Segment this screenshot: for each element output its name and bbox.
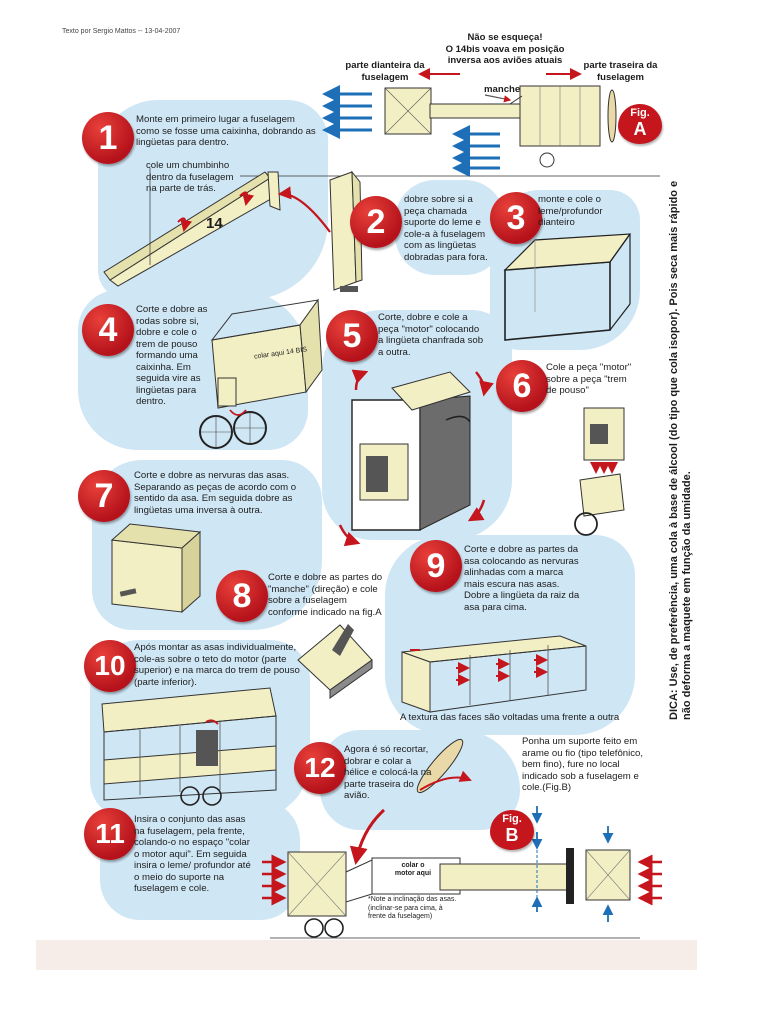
step-10-text: Após montar as asas individualmente, col… (134, 642, 300, 688)
figB-badge-word: Fig. (502, 813, 522, 825)
footer-bar (36, 940, 697, 970)
support-note: Ponha um suporte feito em arame ou fio (… (522, 736, 644, 793)
step-8-text: Corte e dobre as partes do "manche" (dir… (268, 572, 383, 618)
step-number-10: 10 (84, 640, 136, 692)
step-number-4: 4 (82, 304, 134, 356)
step4-landing-gear (199, 298, 323, 449)
credit-line: Texto por Sergio Mattos -- 13-04-2007 (62, 28, 181, 35)
figB-aircraft (262, 806, 662, 939)
step-12-text: Agora é só recortar, dobrar e colar a hé… (344, 744, 432, 801)
step9-wing (401, 635, 587, 713)
figB-incline-note: *Note a inclinação das asas.(inclinar-se… (368, 896, 457, 920)
step-2-text: dobre sobre si a peça chamada suporte do… (404, 194, 488, 263)
figA-front-label: parte dianteira da fuselagem (345, 60, 425, 83)
figA-badge: Fig. A (618, 104, 662, 144)
step-7-text: Corte e dobre as nervuras das asas. Sepa… (134, 470, 297, 516)
step11-background (100, 800, 300, 920)
step2-background (395, 180, 505, 275)
step-number-3: 3 (490, 192, 542, 244)
figA-badge-letter: A (633, 119, 647, 139)
figA-rear-label: parte traseira da fuselagem (583, 60, 658, 83)
figB-badge: Fig. B (490, 810, 534, 850)
step-number-6: 6 (496, 360, 548, 412)
step-4-text: Corte e dobre as rodas sobre si, dobre e… (136, 304, 208, 407)
step-6-text: Cole a peça "motor" sobre a peça "trem d… (546, 362, 632, 396)
wing-texture-note: A textura das faces são voltadas uma fre… (400, 712, 620, 723)
step6-motor-gear (574, 407, 625, 536)
step-number-2: 2 (350, 196, 402, 248)
step12-background (320, 730, 520, 830)
figB-motor-label: colar o motor aqui (394, 862, 432, 877)
step-3-text: monte e cole o leme/profundor dianteiro (538, 194, 603, 228)
glue-tip: DICA: Use, de preferência, uma cola à ba… (668, 180, 693, 720)
step2-rudder-support (277, 170, 363, 292)
step1-fuselage (103, 168, 281, 287)
figA-badge-word: Fig. (630, 107, 650, 119)
step7-wing-ribs (110, 523, 202, 614)
step-number-8: 8 (216, 570, 268, 622)
step10-wings (101, 687, 277, 806)
step-9-text: Corte e dobre as partes da asa colocando… (464, 544, 580, 613)
step5-motor (338, 369, 494, 547)
fuselage-mark: 14 (206, 215, 223, 232)
step-number-11: 11 (84, 808, 136, 860)
step-number-5: 5 (326, 310, 378, 362)
step-1-text: Monte em primeiro lugar a fuselagem como… (136, 114, 316, 148)
figB-badge-letter: B (505, 825, 519, 845)
step3-rudder-box (503, 233, 632, 341)
step-1-note: cole um chumbinho dentro da fuselagem na… (146, 160, 234, 194)
step-number-1: 1 (82, 112, 134, 164)
step-number-12: 12 (294, 742, 346, 794)
figA-stick-label: manche (484, 84, 521, 95)
step-11-text: Insira o conjunto das asas na fuselagem,… (134, 814, 251, 894)
figA-title-line3: inversa aos aviões atuais (447, 55, 563, 66)
step8-stick (297, 624, 373, 699)
step-5-text: Corte, dobre e cole a peça "motor" coloc… (378, 312, 484, 358)
step-number-7: 7 (78, 470, 130, 522)
figA-title-line1: Não se esqueça! (467, 32, 543, 43)
step12-propeller (349, 738, 472, 865)
step-number-9: 9 (410, 540, 462, 592)
figA-title-line2: O 14bis voava em posição (445, 43, 565, 55)
figA-title: Não se esqueça! O 14bis voava em posição… (430, 32, 580, 67)
figA-aircraft (240, 68, 660, 177)
